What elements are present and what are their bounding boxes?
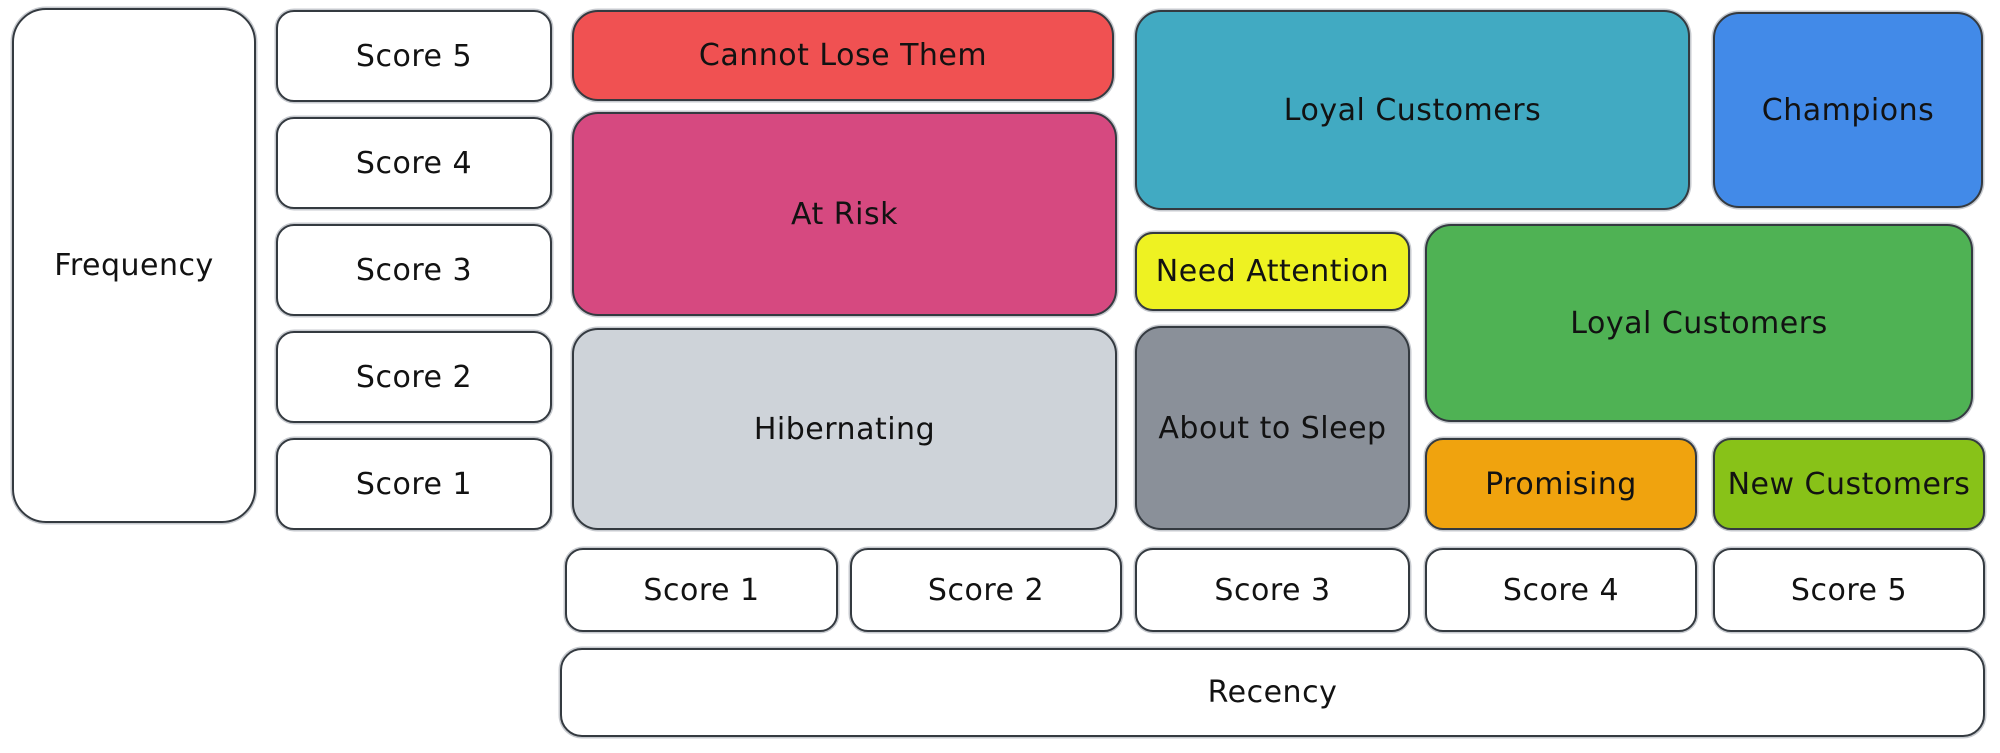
frequency-score-1-box: Score 1 (276, 438, 552, 530)
recency-score-3-box: Score 3 (1135, 548, 1410, 632)
frequency-score-1-label: Score 1 (355, 466, 473, 502)
recency-score-4-box: Score 4 (1425, 548, 1697, 632)
segment-new-customers-label: New Customers (1727, 466, 1971, 502)
segment-hibernating: Hibernating (572, 328, 1117, 530)
segment-new-customers: New Customers (1713, 438, 1985, 530)
recency-score-3-label: Score 3 (1214, 572, 1331, 608)
segment-promising-label: Promising (1485, 466, 1637, 502)
segment-at-risk-label: At Risk (791, 196, 898, 232)
segment-loyal-customers-mid-label: Loyal Customers (1570, 305, 1828, 341)
recency-axis-box: Recency (560, 648, 1985, 737)
segment-cannot-lose-them-label: Cannot Lose Them (698, 38, 988, 73)
segment-loyal-customers-mid: Loyal Customers (1425, 224, 1973, 422)
recency-axis-label: Recency (1207, 675, 1338, 710)
recency-score-2-box: Score 2 (850, 548, 1122, 632)
segment-champions: Champions (1713, 12, 1983, 208)
recency-score-5-label: Score 5 (1790, 572, 1908, 608)
recency-score-1-label: Score 1 (643, 572, 760, 608)
segment-champions-label: Champions (1761, 92, 1935, 128)
recency-score-5-box: Score 5 (1713, 548, 1985, 632)
segment-loyal-customers-top: Loyal Customers (1135, 10, 1690, 210)
frequency-axis-label: Frequency (54, 248, 214, 283)
segment-hibernating-label: Hibernating (753, 411, 936, 447)
segment-loyal-customers-top-label: Loyal Customers (1283, 92, 1542, 128)
recency-score-2-label: Score 2 (927, 572, 1045, 608)
segment-about-to-sleep: About to Sleep (1135, 326, 1410, 530)
recency-score-4-label: Score 4 (1502, 572, 1620, 608)
frequency-score-2-box: Score 2 (276, 331, 552, 423)
segment-need-attention-label: Need Attention (1155, 254, 1390, 289)
segment-promising: Promising (1425, 438, 1697, 530)
frequency-score-5-label: Score 5 (355, 38, 473, 74)
segment-about-to-sleep-label: About to Sleep (1158, 410, 1387, 446)
segment-need-attention: Need Attention (1135, 232, 1410, 311)
frequency-score-5-box: Score 5 (276, 10, 552, 102)
segment-cannot-lose-them: Cannot Lose Them (572, 10, 1114, 101)
frequency-axis-box: Frequency (12, 8, 256, 523)
frequency-score-3-label: Score 3 (355, 252, 473, 288)
frequency-score-4-label: Score 4 (355, 145, 473, 181)
frequency-score-2-label: Score 2 (355, 359, 473, 395)
segment-at-risk: At Risk (572, 112, 1117, 316)
recency-score-1-box: Score 1 (565, 548, 838, 632)
frequency-score-4-box: Score 4 (276, 117, 552, 209)
frequency-score-3-box: Score 3 (276, 224, 552, 316)
